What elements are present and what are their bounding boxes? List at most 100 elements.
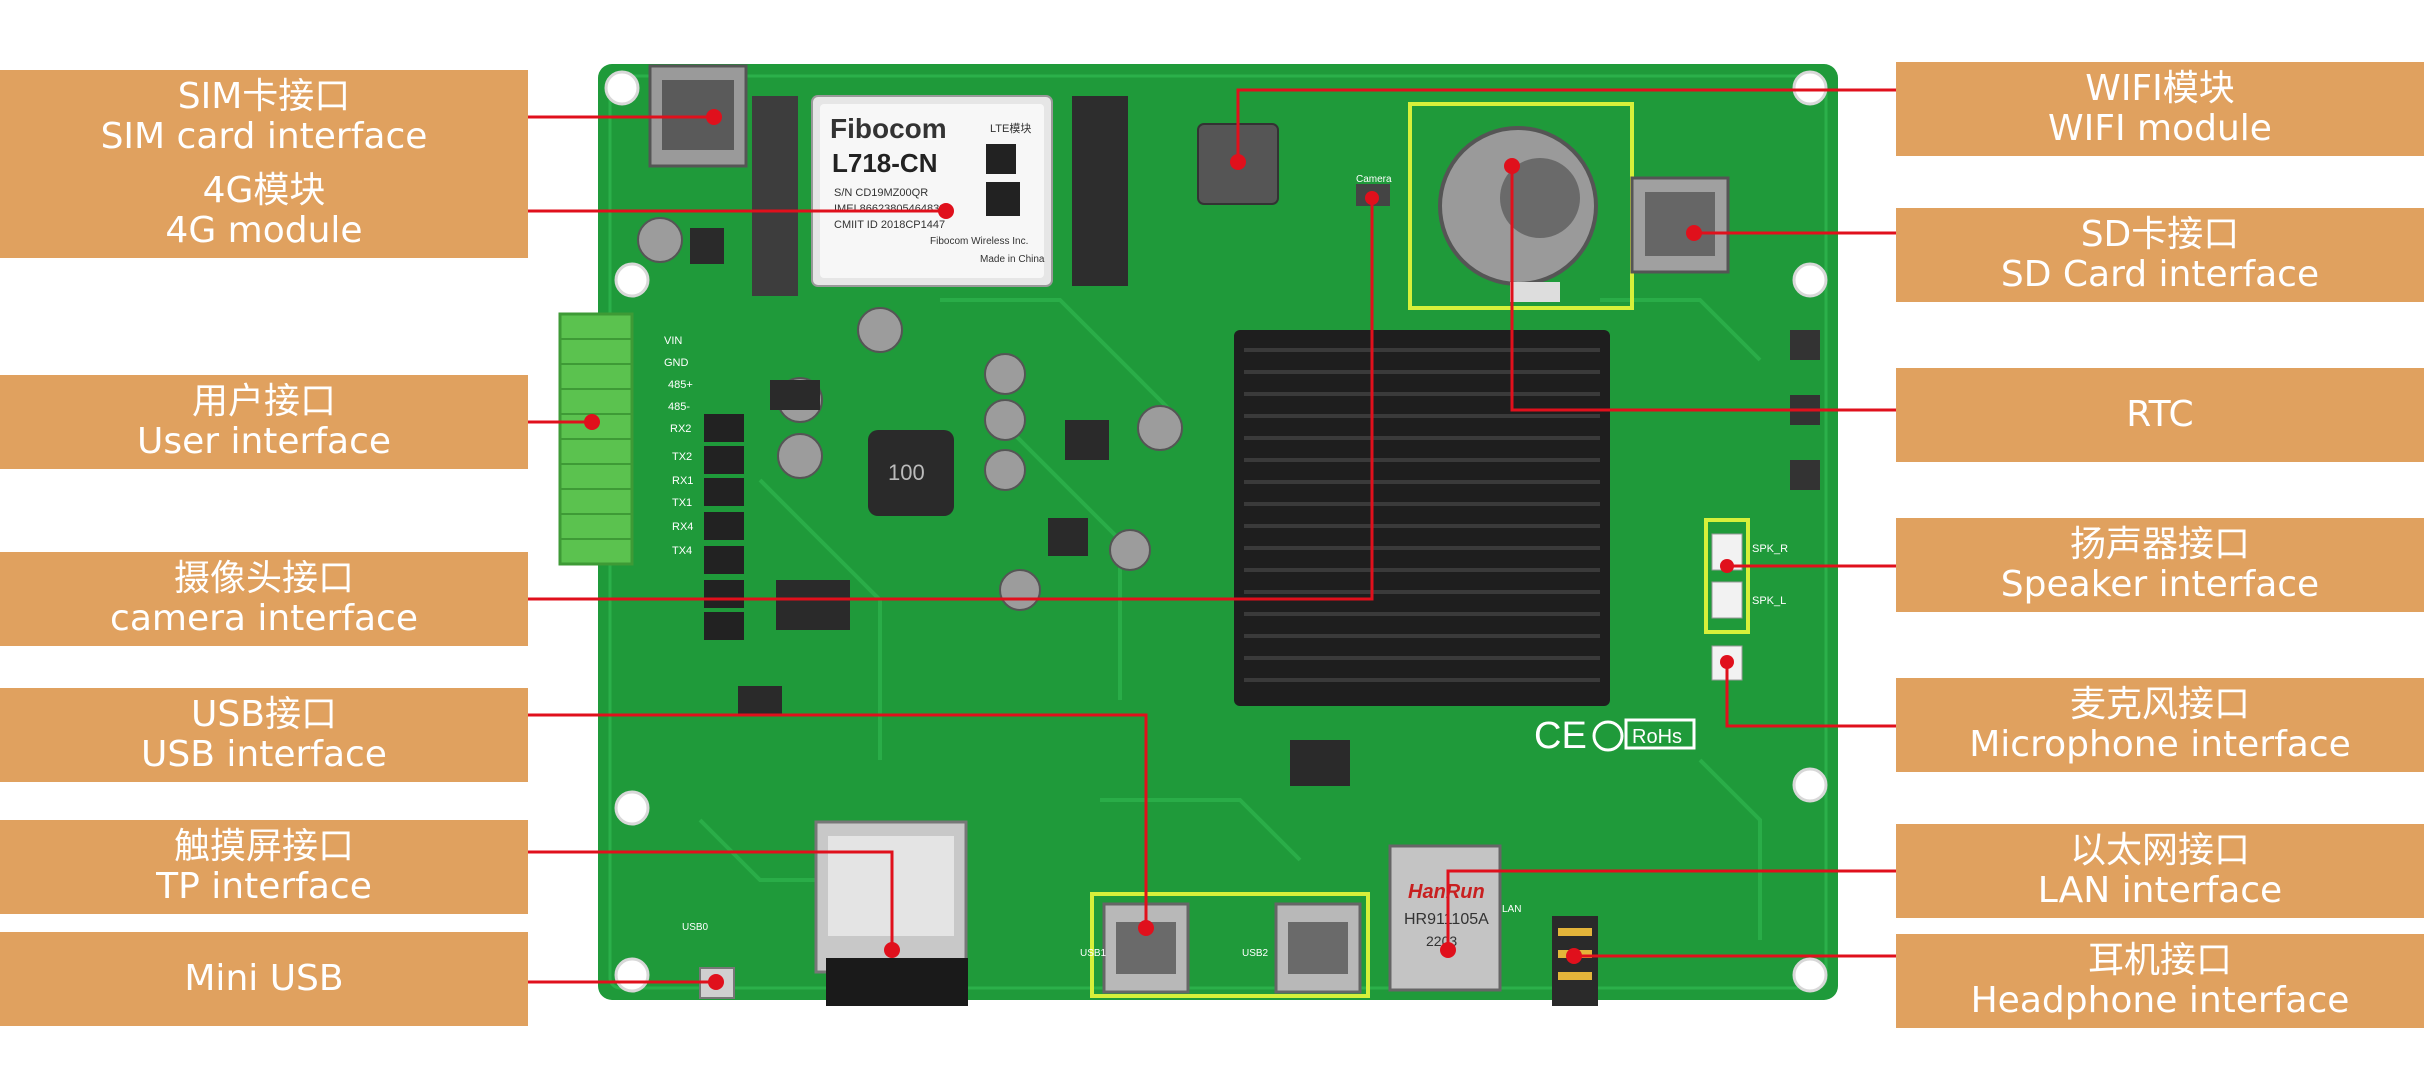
capacitor — [1137, 405, 1183, 451]
capacitor — [999, 569, 1041, 611]
camera-silk: Camera — [1356, 174, 1392, 185]
label-lan-interface: 以太网接口 LAN interface — [1896, 824, 2424, 918]
label-en: LAN interface — [2037, 870, 2283, 911]
pin-label: RX1 — [672, 475, 693, 487]
push-button — [1790, 460, 1820, 490]
tp-cable-lock — [826, 958, 968, 1006]
label-cn: SIM卡接口 — [177, 75, 351, 117]
leader-mic — [1725, 662, 1896, 728]
label-en: USB interface — [141, 734, 387, 775]
capacitor — [984, 399, 1026, 441]
label-rtc: RTC — [1896, 368, 2424, 462]
module-imei: IMEI 866238054648388 — [834, 203, 951, 215]
mount-hole — [614, 790, 650, 826]
label-cn: 摄像头接口 — [173, 557, 354, 599]
pin-label: TX4 — [672, 545, 692, 557]
speaker-connector — [1711, 581, 1743, 619]
spk-l-silk: SPK_L — [1752, 595, 1786, 607]
pin-label: 485- — [668, 401, 690, 413]
speaker-highlight — [1704, 518, 1750, 634]
mount-hole — [1792, 957, 1828, 993]
label-cn: 4G模块 — [202, 169, 326, 211]
mini-pcie-slot — [1072, 96, 1128, 286]
label-cn: 耳机接口 — [2087, 939, 2232, 981]
pin-label: RX2 — [670, 423, 691, 435]
label-en: User interface — [136, 421, 392, 462]
pin-label: TX2 — [672, 451, 692, 463]
capacitor — [984, 353, 1026, 395]
usb2-silk: USB2 — [1242, 948, 1269, 959]
label-en: TP interface — [156, 866, 372, 907]
module-made: Made in China — [980, 254, 1045, 265]
label-camera-interface: 摄像头接口 camera interface — [0, 552, 528, 646]
pin-label: GND — [664, 357, 689, 369]
module-maker: Fibocom Wireless Inc. — [930, 236, 1028, 247]
label-cn: 触摸屏接口 — [173, 825, 354, 867]
mount-hole — [1792, 262, 1828, 298]
label-en: Speaker interface — [2000, 564, 2320, 605]
label-microphone-interface: 麦克风接口 Microphone interface — [1896, 678, 2424, 772]
label-tp-interface: 触摸屏接口 TP interface — [0, 820, 528, 914]
capacitor — [777, 433, 823, 479]
pin-label: VIN — [664, 335, 682, 347]
pin-label: TX1 — [672, 497, 692, 509]
label-usb-interface: USB接口 USB interface — [0, 688, 528, 782]
lan-silk: LAN — [1502, 904, 1521, 915]
usb1-silk: USB1 — [1080, 948, 1107, 959]
usb-highlight — [1090, 892, 1370, 998]
leader-rtc — [1510, 166, 1896, 412]
leader-usb — [528, 713, 1148, 928]
qr-code — [986, 182, 1020, 216]
leader-wifi — [1236, 88, 1896, 162]
capacitor — [1109, 529, 1151, 571]
label-cn: 以太网接口 — [2069, 829, 2250, 871]
pin-label: 485+ — [668, 379, 693, 391]
power-inductor — [868, 430, 954, 516]
label-cn: 麦克风接口 — [2069, 683, 2250, 725]
module-cmiit: CMIIT ID 2018CP1447 — [834, 219, 945, 231]
label-en: Microphone interface — [1969, 724, 2351, 765]
pin-label: RX4 — [672, 521, 693, 533]
heatsink — [1234, 330, 1610, 706]
spk-r-silk: SPK_R — [1752, 543, 1788, 555]
label-headphone-interface: 耳机接口 Headphone interface — [1896, 934, 2424, 1028]
label-speaker-interface: 扬声器接口 Speaker interface — [1896, 518, 2424, 612]
label-en: SD Card interface — [2000, 254, 2320, 295]
label-en: SIM card interface — [100, 116, 428, 157]
module-sn: S/N CD19MZ00QR — [834, 187, 928, 199]
mount-hole — [614, 262, 650, 298]
label-en: camera interface — [110, 598, 418, 639]
label-cn: SD卡接口 — [2080, 213, 2240, 255]
rohs-mark: RoHs — [1632, 726, 1682, 748]
label-sd-card-interface: SD卡接口 SD Card interface — [1896, 208, 2424, 302]
label-cn: WIFI模块 — [2085, 67, 2235, 109]
label-cn: USB接口 — [191, 693, 337, 735]
label-4g-module: 4G模块 4G module — [0, 164, 528, 258]
label-mini-usb: Mini USB — [0, 932, 528, 1026]
4g-module-slot — [752, 96, 798, 296]
qr-code — [986, 144, 1016, 174]
label-en: 4G module — [165, 210, 363, 251]
mount-hole — [1792, 767, 1828, 803]
label-en: Headphone interface — [1970, 980, 2350, 1021]
ce-mark: CE — [1534, 715, 1587, 757]
mount-hole — [1792, 70, 1828, 106]
push-button — [1790, 330, 1820, 360]
label-cn: 用户接口 — [191, 380, 336, 422]
module-brand: Fibocom — [830, 113, 947, 144]
label-en: RTC — [2126, 393, 2194, 435]
label-sim-card-interface: SIM卡接口 SIM card interface — [0, 70, 528, 164]
label-wifi-module: WIFI模块 WIFI module — [1896, 62, 2424, 156]
mount-hole — [614, 957, 650, 993]
leader-camera — [528, 198, 1374, 601]
mount-hole — [604, 70, 640, 106]
usb0-silk: USB0 — [682, 922, 709, 933]
pb-free-mark — [1592, 720, 1624, 752]
label-user-interface: 用户接口 User interface — [0, 375, 528, 469]
label-cn: 扬声器接口 — [2069, 523, 2250, 565]
module-model: L718-CN — [832, 148, 937, 178]
module-tag: LTE模块 — [990, 122, 1031, 135]
lan-brand: HanRun — [1408, 881, 1485, 903]
capacitor — [637, 217, 683, 263]
